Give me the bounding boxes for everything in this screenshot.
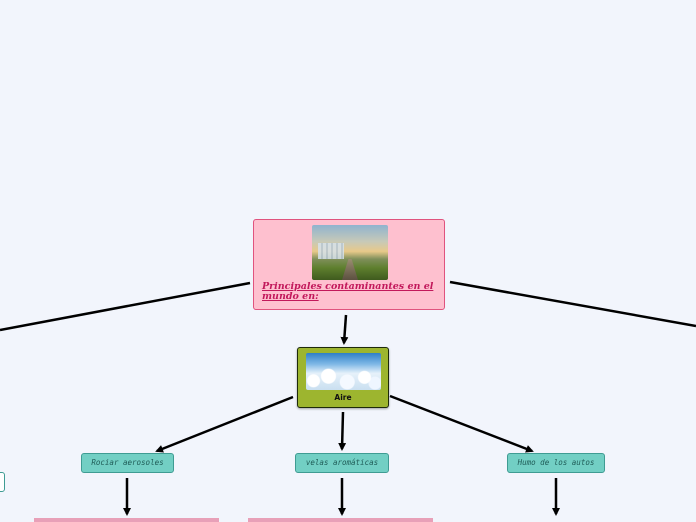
root-topic-image: [312, 225, 388, 280]
root-topic-label: Principales contaminantes en el mundo en…: [262, 281, 434, 302]
subtopic-velas-aromaticas[interactable]: velas aromáticas: [295, 453, 389, 473]
air-topic-node[interactable]: Aire: [297, 347, 389, 408]
connector-air-aerosoles: [155, 395, 294, 453]
connector-air-humo: [389, 394, 534, 453]
connector-root-air: [340, 314, 349, 345]
air-topic-image: [306, 353, 381, 390]
connector-root-left: [0, 281, 251, 332]
offscreen-node-below-1[interactable]: [34, 518, 219, 522]
subtopic-humo-autos[interactable]: Humo de los autos: [507, 453, 605, 473]
offscreen-node-below-2[interactable]: [248, 518, 433, 522]
root-topic-node[interactable]: Principales contaminantes en el mundo en…: [253, 219, 445, 310]
connector-air-velas: [338, 411, 347, 451]
air-topic-label: Aire: [334, 393, 352, 402]
offscreen-node-left[interactable]: [0, 472, 5, 492]
subtopic-rociar-aerosoles[interactable]: Rociar aerosoles: [81, 453, 174, 473]
connector-root-right: [449, 280, 696, 328]
